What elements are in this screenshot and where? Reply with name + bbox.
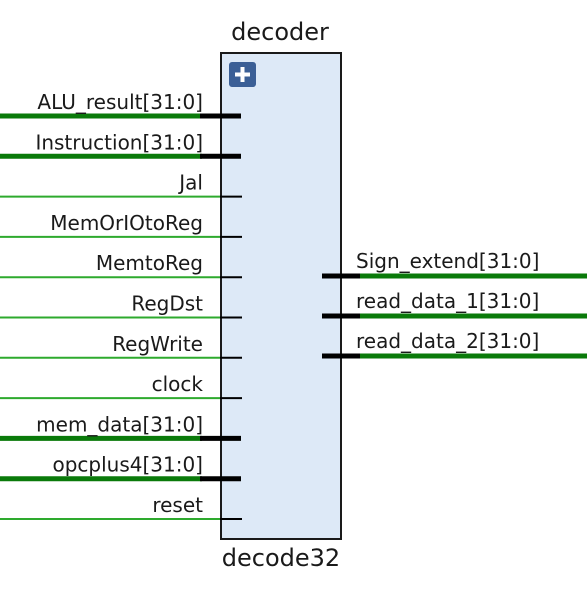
input-pin-label: reset <box>152 493 203 517</box>
input-pin-label: RegWrite <box>112 332 203 356</box>
input-pin-memoriotoreg[interactable]: MemOrIOtoReg <box>0 211 242 238</box>
input-pin-label: mem_data[31:0] <box>36 412 203 436</box>
input-pin-label: ALU_result[31:0] <box>37 90 203 114</box>
input-pins: ALU_result[31:0] Instruction[31:0] JalMemO… <box>0 90 242 520</box>
decoder-block[interactable] <box>220 52 342 540</box>
output-pin-read-data-1[interactable]: read_data_1[31:0] <box>322 289 587 319</box>
expand-button[interactable] <box>229 62 256 87</box>
input-pin-label: MemtoReg <box>96 251 203 275</box>
output-pin-read-data-2[interactable]: read_data_2[31:0] <box>322 329 587 359</box>
input-pin-regwrite[interactable]: RegWrite <box>0 332 242 359</box>
input-pin-opcplus4[interactable]: opcplus4[31:0] <box>0 453 241 482</box>
input-pin-memtoreg[interactable]: MemtoReg <box>0 251 242 279</box>
input-pin-instruction[interactable]: Instruction[31:0] <box>0 130 241 159</box>
input-pin-mem-data[interactable]: mem_data[31:0] <box>0 412 241 441</box>
output-pin-label: read_data_2[31:0] <box>356 329 539 353</box>
block-subtitle: decode32 <box>222 544 340 572</box>
input-pin-jal[interactable]: Jal <box>0 171 242 198</box>
input-pin-clock[interactable]: clock <box>0 372 242 400</box>
output-pin-label: read_data_1[31:0] <box>356 289 539 313</box>
block-title: decoder <box>231 18 329 46</box>
input-pin-label: RegDst <box>131 292 203 316</box>
output-pin-label: Sign_extend[31:0] <box>356 249 539 273</box>
output-pin-sign-extend[interactable]: Sign_extend[31:0] <box>322 249 587 279</box>
input-pin-label: Instruction[31:0] <box>35 130 203 154</box>
input-pin-label: Jal <box>177 171 203 195</box>
input-pin-reset[interactable]: reset <box>0 493 242 520</box>
input-pin-alu-result[interactable]: ALU_result[31:0] <box>0 90 241 119</box>
input-pin-regdst[interactable]: RegDst <box>0 292 242 319</box>
output-pins: Sign_extend[31:0] read_data_1[31:0] read_d… <box>322 249 587 359</box>
input-pin-label: clock <box>152 372 204 396</box>
input-pin-label: opcplus4[31:0] <box>52 453 203 477</box>
input-pin-label: MemOrIOtoReg <box>50 211 203 235</box>
